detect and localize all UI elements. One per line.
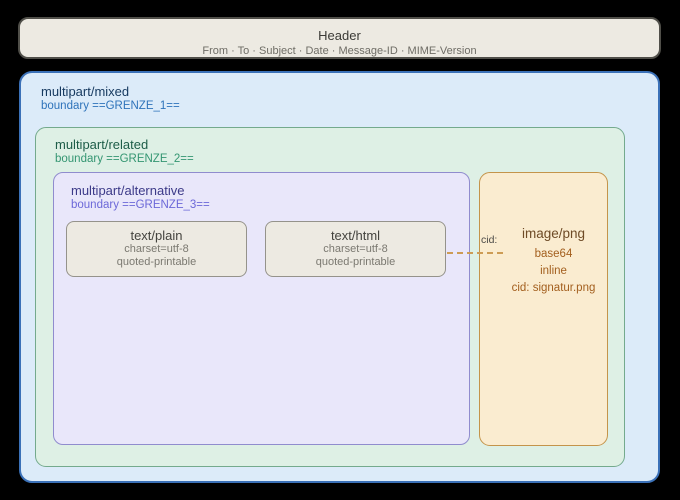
multipart-mixed-title: multipart/mixed	[41, 84, 130, 99]
image-png-details: base64 inline cid: signatur.png	[500, 246, 607, 297]
text-html-box: text/html charset=utf-8 quoted-printable	[265, 221, 446, 277]
header-fields: From · To · Subject · Date · Message-ID …	[202, 45, 477, 57]
text-html-encoding: quoted-printable	[315, 256, 396, 268]
multipart-mixed-boundary: boundary ==GRENZE_1==	[41, 100, 180, 112]
image-png-cid: cid: signatur.png	[511, 282, 596, 294]
text-plain-title: text/plain	[130, 228, 183, 243]
header-title: Header	[318, 28, 361, 43]
image-png-title: image/png	[521, 226, 586, 241]
multipart-alternative-boundary: boundary ==GRENZE_3==	[71, 199, 210, 211]
image-png-disposition: inline	[540, 265, 567, 277]
multipart-related-box: multipart/related boundary ==GRENZE_2== …	[35, 127, 625, 467]
cid-connector-line	[447, 252, 503, 254]
multipart-related-title: multipart/related	[55, 137, 149, 152]
multipart-alternative-title: multipart/alternative	[71, 183, 185, 198]
text-plain-charset: charset=utf-8	[124, 243, 189, 255]
text-plain-encoding: quoted-printable	[116, 256, 197, 268]
multipart-mixed-box: multipart/mixed boundary ==GRENZE_1== mu…	[19, 71, 660, 483]
text-html-charset: charset=utf-8	[323, 243, 388, 255]
text-plain-box: text/plain charset=utf-8 quoted-printabl…	[66, 221, 247, 277]
image-png-box: image/png base64 inline cid: signatur.pn…	[479, 172, 608, 446]
email-header-box: Header From · To · Subject · Date · Mess…	[18, 17, 661, 59]
cid-connector-label: cid:	[481, 234, 498, 246]
text-html-title: text/html	[330, 228, 381, 243]
image-png-encoding: base64	[534, 248, 573, 260]
multipart-related-boundary: boundary ==GRENZE_2==	[55, 153, 194, 165]
multipart-alternative-box: multipart/alternative boundary ==GRENZE_…	[53, 172, 470, 445]
